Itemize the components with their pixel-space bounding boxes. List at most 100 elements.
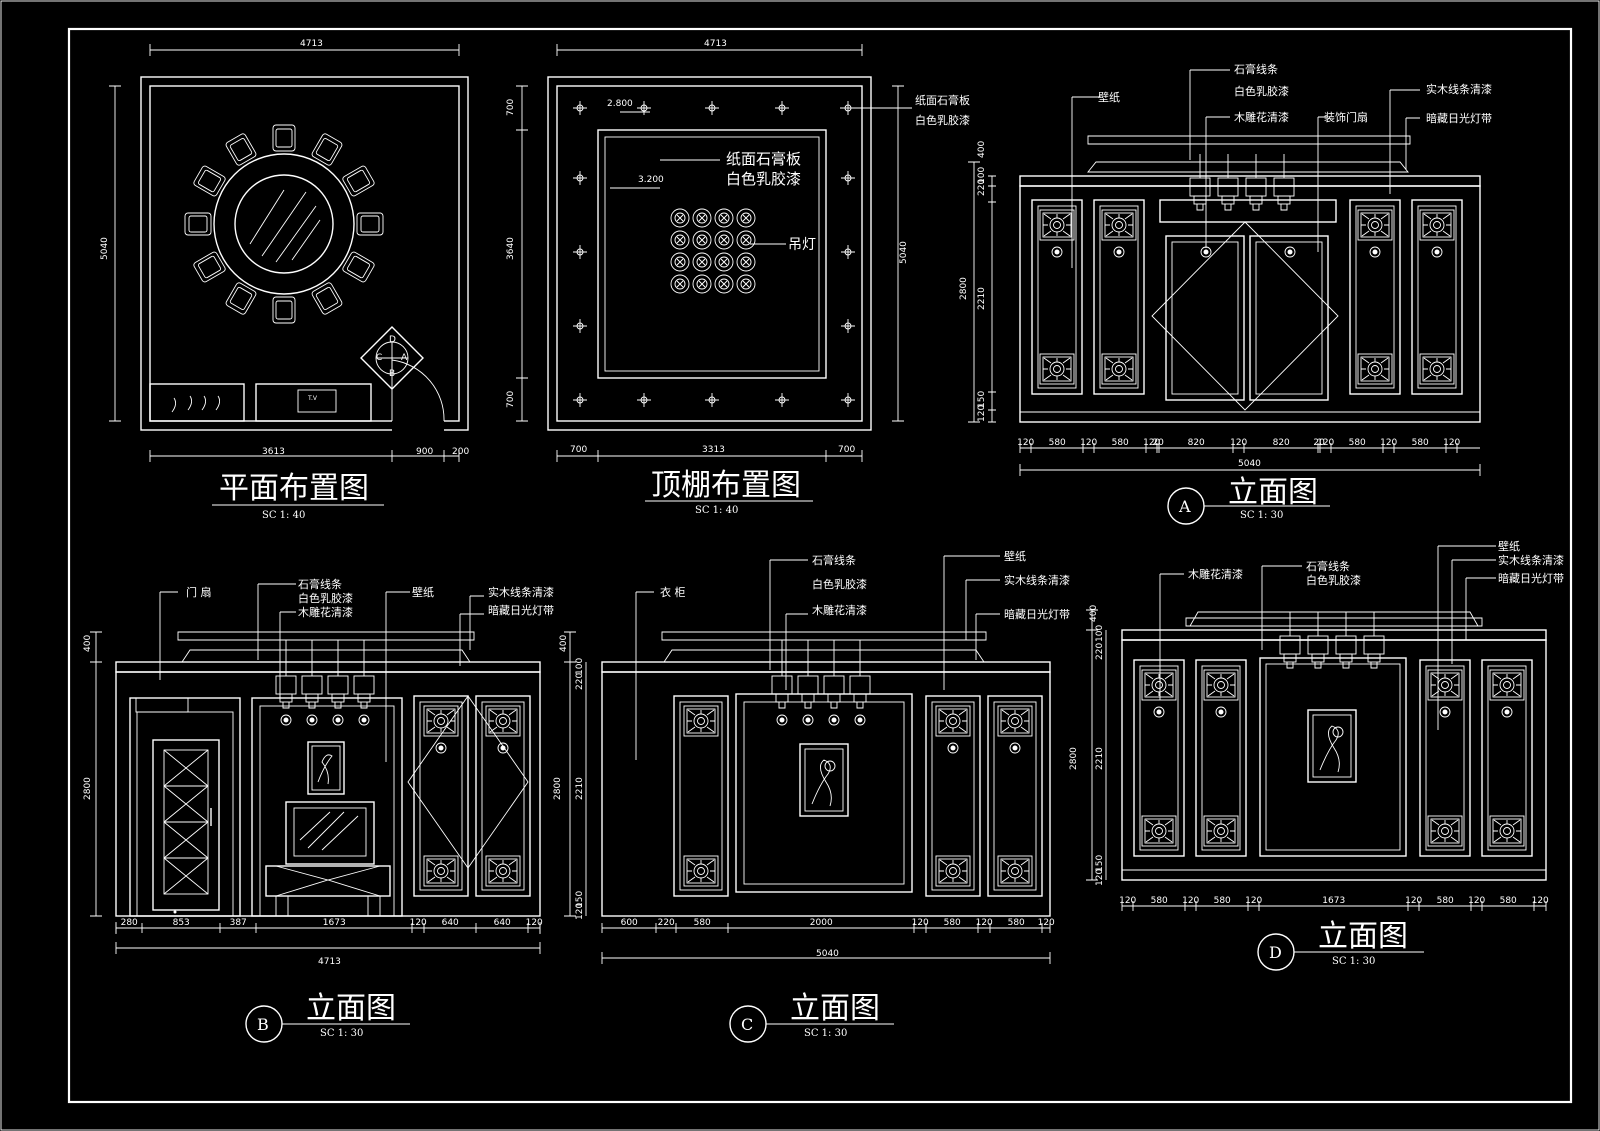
ceiling-dim-left-3: 700 [506,391,516,408]
chandelier-icon [736,274,756,294]
pendant-lamp-icon [353,675,375,709]
elev-c-note-carving: 木雕花清漆 [812,603,867,617]
elev-d-dim-2210: 2210 [1095,747,1105,770]
chandelier-icon [670,274,690,294]
elev-a-dim-5: 20 [1152,438,1164,448]
marker-c-label: C [376,353,382,363]
elev-b-note-light: 暗藏日光灯带 [488,603,554,617]
elev-a-dim-10: 120 [1317,438,1334,448]
carved-panel [1093,199,1145,395]
downlight-icon [636,100,652,116]
plan-title: 平面布置图 [219,471,369,506]
elev-b-dim-total: 4713 [318,957,341,967]
elev-a-dim-150: 150 [977,391,987,408]
elev-a-dim-4: 120 [1143,438,1160,448]
downlight-icon [840,318,856,334]
elev-b-scale: SC 1: 30 [320,1028,363,1039]
dining-chair [272,296,296,324]
elev-d-dim-2: 120 [1182,896,1199,906]
ceiling-dim-bottom-2: 3313 [702,445,725,455]
carved-panel [413,695,469,897]
elev-a-dim-6: 820 [1188,438,1205,448]
carved-panel [1419,659,1471,857]
dining-chair [356,212,384,236]
chandelier-icon [670,230,690,250]
elev-c-marker: C [741,1015,753,1034]
pendant-lamp-icon [1273,177,1295,211]
chandelier-icon [670,208,690,228]
elev-b-note-carving: 木雕花清漆 [298,605,353,619]
elev-d-note-wallpaper: 壁纸 [1498,539,1520,553]
floor-plan: D A B C T.V 4713 5040 3613 900 200 平面布置图… [100,39,469,521]
elev-c-dim-2210: 2210 [575,777,585,800]
pendant-lamp-icon [1335,635,1357,669]
elev-d-note-gypsum: 石膏线条 [1306,559,1350,573]
plan-scale: SC 1: 40 [262,510,305,521]
chandelier-icon [736,230,756,250]
tv-label: T.V [307,395,318,402]
elev-a-dim-220: 220 [977,179,987,196]
elev-a-dim-8: 820 [1273,438,1290,448]
elev-c-note-latex: 白色乳胶漆 [812,577,867,591]
elev-d-dim-5: 1673 [1322,896,1345,906]
elev-c-scale: SC 1: 30 [804,1028,847,1039]
elev-c-dim-0: 600 [621,918,638,928]
elev-a-dim-12: 120 [1380,438,1397,448]
elev-a-note-light: 暗藏日光灯带 [1426,111,1492,125]
elev-a-dim-7: 120 [1230,438,1247,448]
elev-d-dim-8: 120 [1468,896,1485,906]
carved-panel [1031,199,1083,395]
ceiling-plan: 2.800 3.200 纸面石膏板 白色乳胶漆 吊灯 纸面石膏板 白色乳胶漆 4… [506,39,970,516]
ceiling-note-pendant: 吊灯 [788,237,816,253]
elev-d-dim-10: 120 [1532,896,1549,906]
pendant-lamp-icon [1189,177,1211,211]
elev-d-dim-6: 120 [1405,896,1422,906]
downlight-icon [572,318,588,334]
elev-d-dim-220: 220 [1095,643,1105,660]
elev-c-dim-100: 100 [575,658,585,675]
ceiling-note-inner-2: 白色乳胶漆 [726,170,801,188]
spotlight-icon [358,714,370,726]
elev-c-dim-height: 2800 [553,777,563,800]
ceiling-dim-top: 4713 [704,39,727,49]
elev-c-dim-2: 580 [694,918,711,928]
elev-b-note-wood: 实木线条清漆 [488,585,554,599]
chandelier-icon [692,208,712,228]
elev-a-dim-14: 120 [1443,438,1460,448]
elev-a-note-wallpaper: 壁纸 [1098,90,1120,104]
downlight-icon [572,170,588,186]
elev-c-dim-total: 5040 [816,949,839,959]
downlight-icon [636,392,652,408]
chandelier-icon [692,274,712,294]
pendant-lamp-icon [1217,177,1239,211]
elev-a-dim-height: 2800 [959,277,969,300]
elev-c-note-gypsum: 石膏线条 [812,553,856,567]
chandelier-icon [714,208,734,228]
downlight-icon [572,392,588,408]
elev-c-note-wardrobe: 衣 柜 [660,585,686,599]
pendant-lamp-icon [1307,635,1329,669]
elev-b-note-gypsum: 石膏线条 [298,577,342,591]
elev-a-note-latex: 白色乳胶漆 [1234,84,1289,98]
carved-panel [987,695,1043,897]
elev-a-note-gypsum: 石膏线条 [1234,62,1278,76]
elev-a-marker: A [1178,497,1191,516]
elev-c-dim-4: 120 [912,918,929,928]
elev-c-dim-6: 120 [976,918,993,928]
carved-panel [673,695,729,897]
carved-panel [1349,199,1401,395]
elev-d-dim-100: 100 [1095,625,1105,642]
elev-b-dim-0: 280 [121,918,138,928]
elev-b-dim-400: 400 [83,635,93,652]
elev-d-marker: D [1269,943,1282,962]
elev-d-scale: SC 1: 30 [1332,956,1375,967]
ceiling-level-outer: 2.800 [607,99,633,109]
elev-d-dim-120: 120 [1095,869,1105,886]
ceiling-note-inner-1: 纸面石膏板 [726,150,801,168]
elev-a-note-door: 装饰门扇 [1324,110,1368,124]
carved-panel [925,695,981,897]
